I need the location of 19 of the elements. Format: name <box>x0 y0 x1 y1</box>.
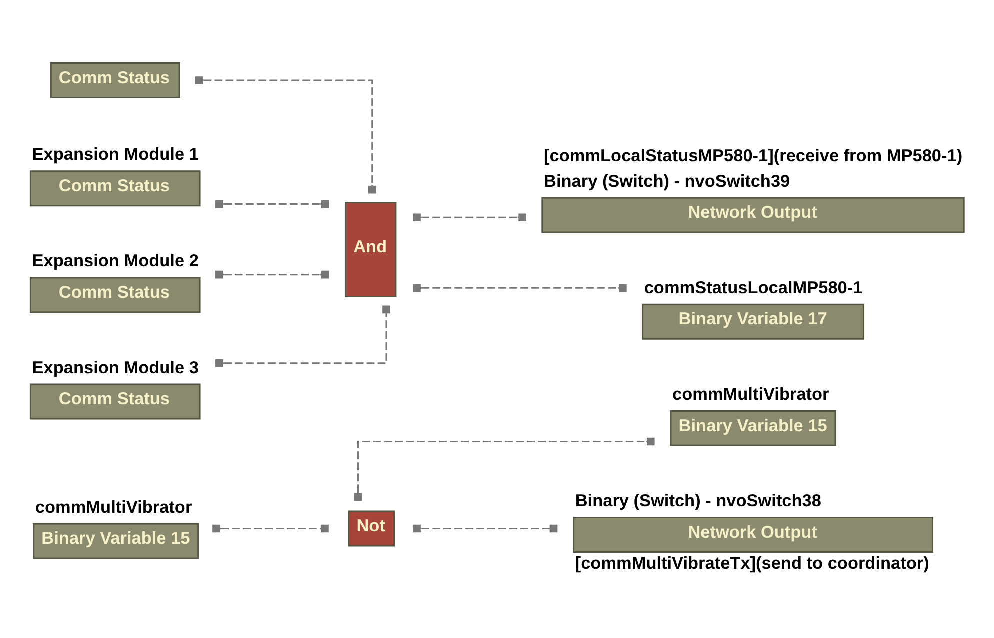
connector <box>216 305 390 367</box>
node-label: [commMultiVibrateTx](send to coordinator) <box>575 552 930 573</box>
connector <box>212 524 329 532</box>
node-label: Expansion Module 3 <box>32 356 199 377</box>
connector <box>413 284 627 292</box>
connector <box>354 437 655 501</box>
node-label: Expansion Module 1 <box>32 144 199 164</box>
connector <box>216 200 330 208</box>
connector <box>216 270 330 278</box>
node-label: commMultiVibrator <box>35 496 192 516</box>
node-label: commMultiVibrator <box>672 383 830 404</box>
node-label: Expansion Module 2 <box>32 250 199 270</box>
node-label: Binary (Switch) - nvoSwitch39 <box>544 170 790 190</box>
node-label: [commLocalStatusMP580-1](receive from MP580-1) <box>544 145 963 166</box>
connector <box>413 524 558 532</box>
connector <box>195 76 376 194</box>
node-label: commStatusLocalMP580-1 <box>644 276 863 297</box>
node-label: Binary (Switch) - nvoSwitch38 <box>575 490 822 510</box>
connector <box>413 213 526 222</box>
